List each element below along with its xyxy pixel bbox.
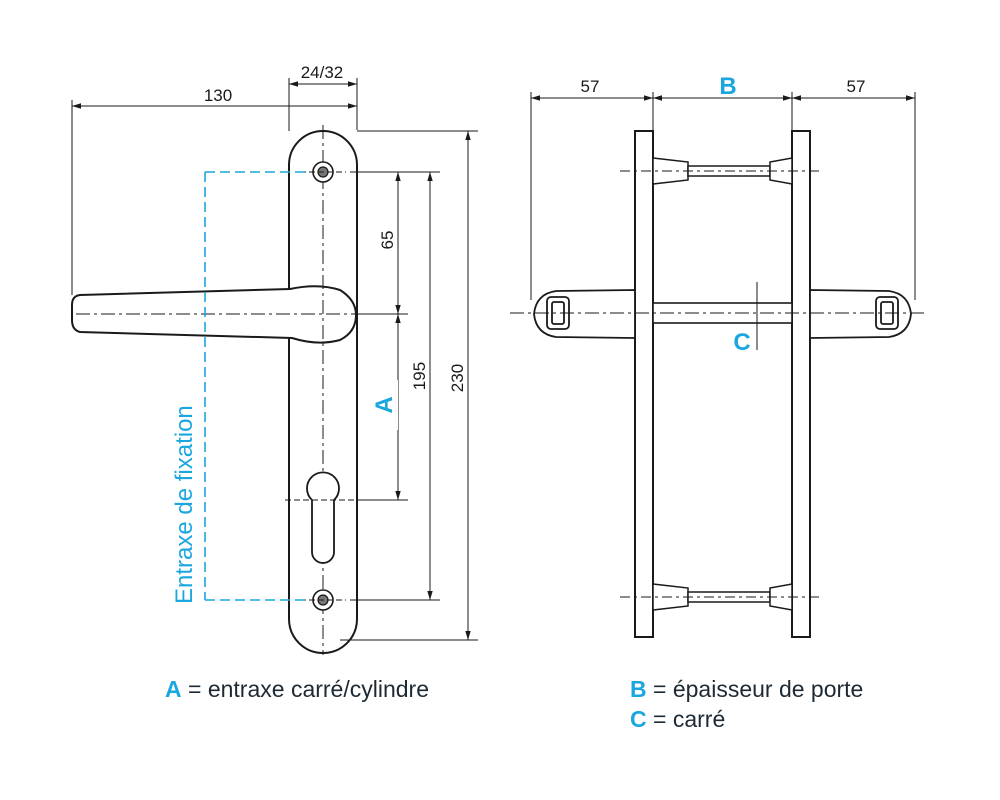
dim-lever-length: 130 xyxy=(204,86,232,105)
bottom-bolt xyxy=(620,583,820,611)
bottom-screw xyxy=(300,589,346,611)
legend-b-key: B xyxy=(630,676,647,702)
dim-195: 195 xyxy=(410,362,429,390)
top-screw xyxy=(300,161,346,183)
dim-plate-width: 24/32 xyxy=(301,63,344,82)
b-marker: B xyxy=(719,73,736,100)
entraxe-fixation-bracket xyxy=(204,171,310,601)
dim-230: 230 xyxy=(448,364,467,392)
a-marker: A xyxy=(371,396,398,413)
legend-b-text: = épaisseur de porte xyxy=(646,676,864,702)
legend-c-key: C xyxy=(630,706,647,732)
left-plate xyxy=(634,130,654,638)
legend-a-text: = entraxe carré/cylindre xyxy=(181,676,429,702)
c-marker: C xyxy=(733,329,750,356)
legend-b: B = épaisseur de porte xyxy=(630,676,863,703)
legend-c: C = carré xyxy=(630,706,725,733)
legend-a: A = entraxe carré/cylindre xyxy=(165,676,429,703)
right-plate xyxy=(791,130,811,638)
dim-projection-left: 57 xyxy=(581,77,600,96)
legend-c-text: = carré xyxy=(646,706,726,732)
legend-a-key: A xyxy=(165,676,182,702)
right-handle xyxy=(809,289,912,339)
front-view xyxy=(71,125,400,655)
entraxe-fixation-label: Entraxe de fixation xyxy=(171,405,198,604)
a-marker-box xyxy=(366,380,398,430)
front-dimensions xyxy=(71,78,478,641)
top-bolt xyxy=(620,157,820,185)
side-dimensions xyxy=(530,92,916,300)
left-handle xyxy=(533,289,636,339)
dim-projection-right: 57 xyxy=(847,77,866,96)
side-view xyxy=(510,130,925,638)
cylinder-cutout xyxy=(306,471,340,564)
dim-65: 65 xyxy=(378,231,397,250)
